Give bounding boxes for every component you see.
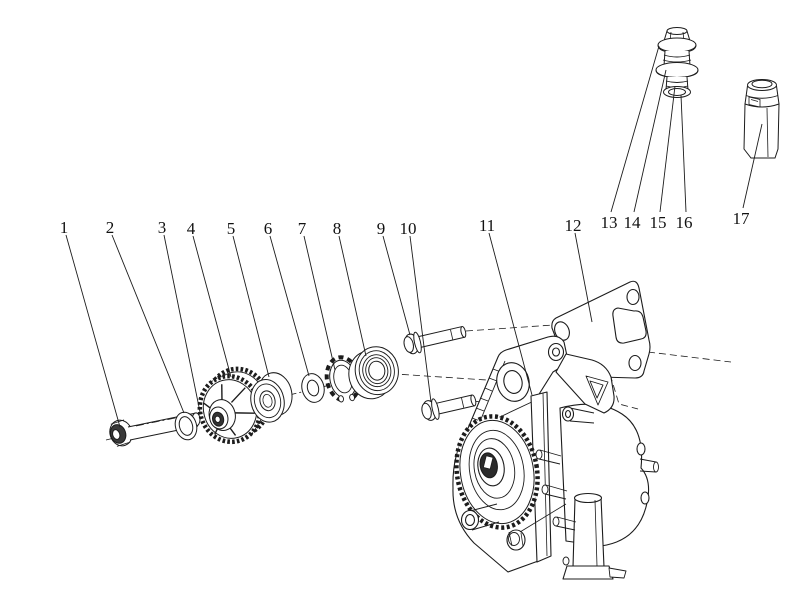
flange-bolt-lower [421,394,477,421]
gasket-bolt-hole [628,354,642,372]
callout-label-13: 13 [601,213,618,232]
callout-label-1: 1 [60,218,69,237]
flange-bolt-upper [403,326,467,355]
pump-hex-plug [506,529,526,551]
callout-label-11: 11 [479,216,495,235]
thrust-washer [301,373,325,403]
callout-leader-14 [633,69,667,213]
pump-stub-shaft [460,503,500,531]
callout-leader-4 [192,235,232,378]
gasket-bolt-hole [554,321,570,341]
gasket-port-opening [612,307,647,344]
callout-leader-1 [65,234,121,428]
callout-leader-3 [163,234,201,413]
callout-label-4: 4 [187,219,196,238]
callout-leader-16 [680,94,687,213]
oil-pump-body [452,335,659,580]
callout-label-8: 8 [333,219,342,238]
gasket-bolt-hole [626,288,640,306]
gasket-plate [551,280,651,379]
pump-rear-housing [559,403,650,547]
valve-flange [657,37,697,53]
callout-leader-9 [382,235,411,336]
hex-nut [109,419,133,447]
callout-leader-10 [409,235,432,403]
callout-leader-17 [742,123,763,209]
callout-label-3: 3 [158,218,167,237]
callout-label-10: 10 [400,219,417,238]
pump-gear [454,414,540,530]
callout-leader-11 [488,232,533,396]
ball-bearing [348,346,399,400]
bushing [250,372,293,423]
callout-label-16: 16 [676,213,693,232]
callout-leader-15 [659,85,676,213]
callout-leader-5 [232,235,270,378]
callout-label-15: 15 [650,213,667,232]
callout-leader-12 [574,232,593,323]
drive-gear [197,366,271,445]
callout-leader-6 [269,235,310,377]
callout-label-12: 12 [565,216,582,235]
callout-label-17: 17 [733,209,751,228]
callout-label-7: 7 [298,219,307,238]
callout-label-6: 6 [264,219,273,238]
callout-label-2: 2 [106,218,115,237]
callout-label-5: 5 [227,219,236,238]
pump-outlet-tube [572,496,605,568]
pump-right-arm [555,353,615,414]
shaft-washer [174,411,198,441]
valve-sleeve [743,79,780,159]
pump-studs [519,449,577,533]
callout-leader-13 [610,45,660,213]
pump-tube-foot [562,565,614,580]
callout-leader-8 [338,235,367,357]
callout-leader-7 [303,235,336,371]
callout-leader-2 [111,234,185,414]
callout-label-9: 9 [377,219,386,238]
relief-valve-assembly [655,27,699,98]
callout-label-14: 14 [624,213,642,232]
